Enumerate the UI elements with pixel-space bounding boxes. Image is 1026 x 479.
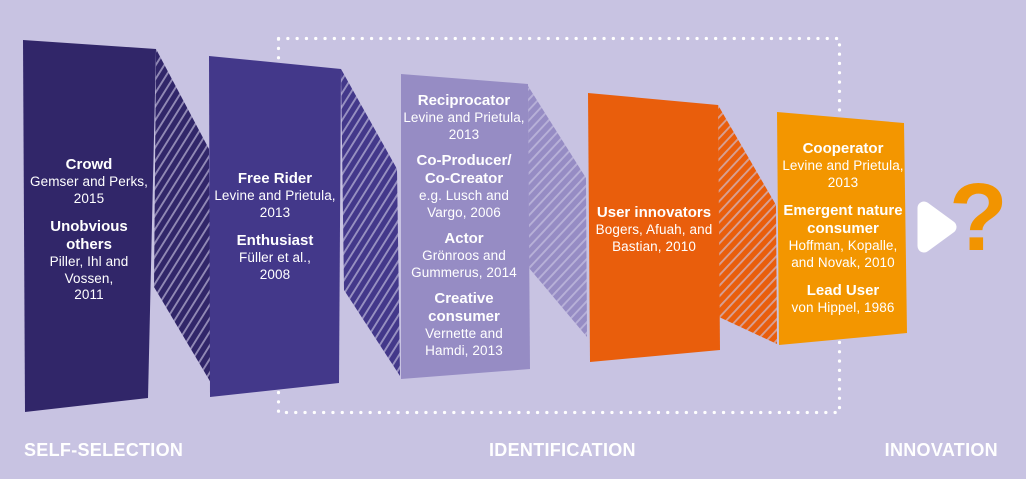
question-mark: ? [949, 164, 1008, 271]
banner-panel [588, 93, 720, 362]
banner-crowd-unobvious-others [23, 40, 211, 412]
banner-panel [777, 112, 907, 345]
entry-citation-line: and Novak, 2010 [791, 254, 895, 270]
stage-label-self-selection: SELF-SELECTION [24, 440, 184, 460]
entry-citation-line: Levine and Prietula, [403, 110, 525, 125]
banner-fold-hatched [341, 69, 400, 376]
entry-title-line: others [66, 236, 112, 253]
entry-citation-line: Levine and Prietula, [782, 158, 904, 173]
banner-fold-hatched [718, 105, 777, 344]
entry-title-line: consumer [807, 220, 879, 237]
banner-free-rider-enthusiast [209, 56, 400, 397]
entry-citation-line: Levine and Prietula, [214, 188, 336, 203]
entry-citation-line: Hoffman, Kopalle, [788, 238, 898, 253]
entry-title-line: Crowd [65, 156, 113, 173]
banner-panel [23, 40, 156, 412]
banner-cooperator-group [777, 112, 907, 345]
entry-title-line: Emergent nature [783, 202, 903, 219]
stage-label-identification: IDENTIFICATION [489, 440, 636, 460]
entry-title-line: Enthusiast [236, 232, 314, 249]
entry-title-line: consumer [428, 308, 500, 325]
banner-reciprocator-group [401, 74, 587, 379]
entry-title-line: Unobvious [50, 218, 128, 235]
entry-title-line: Co-Producer/ [416, 152, 512, 169]
play-arrow-icon [917, 201, 957, 253]
entry-citation-line: 2013 [259, 204, 291, 220]
entry-citation-line: Vossen, [64, 270, 114, 286]
stage-label-innovation: INNOVATION [884, 440, 998, 460]
entry-title-line: Co-Creator [424, 170, 504, 187]
entry-citation-line: Füller et al., [239, 250, 311, 265]
entry-title-line: Cooperator [802, 140, 884, 157]
entry-citation-line: Gemser and Perks, [30, 174, 148, 189]
entry-citation-line: Vernette and [425, 326, 503, 341]
entry-citation-line: 2011 [74, 287, 104, 302]
banner-panel [401, 74, 530, 379]
entry-citation-line: 2013 [827, 174, 859, 190]
banner-panel [209, 56, 341, 397]
entry-citation-line: 2008 [259, 266, 291, 282]
entry-citation-line: Hamdi, 2013 [425, 342, 503, 358]
entry-citation-line: Piller, Ihl and [49, 254, 129, 269]
entry-citation-line: Gummerus, 2014 [411, 264, 517, 280]
banner-fold-hatched [528, 86, 587, 337]
entry-title-line: Free Rider [237, 170, 313, 187]
entry-citation-line: e.g. Lusch and [419, 188, 509, 203]
entry-citation-line: 2015 [73, 190, 105, 206]
entry-citation-line: 2013 [448, 126, 480, 142]
entry-title-line: Reciprocator [417, 92, 511, 109]
entry-citation-line: Grönroos and [422, 248, 506, 263]
banner-user-innovators [588, 93, 777, 362]
entry-title-line: Actor [444, 230, 484, 247]
entry-citation-line: Bogers, Afuah, and [595, 222, 713, 237]
entry-title-line: User innovators [596, 204, 712, 221]
banner-fold-hatched [154, 49, 211, 383]
entry-citation-line: Vargo, 2006 [427, 204, 501, 220]
entry-title-line: Lead User [806, 282, 880, 299]
entry-citation-line: von Hippel, 1986 [791, 300, 895, 315]
entry-title-line: Creative [434, 290, 494, 307]
entry-citation-line: Bastian, 2010 [612, 238, 696, 254]
